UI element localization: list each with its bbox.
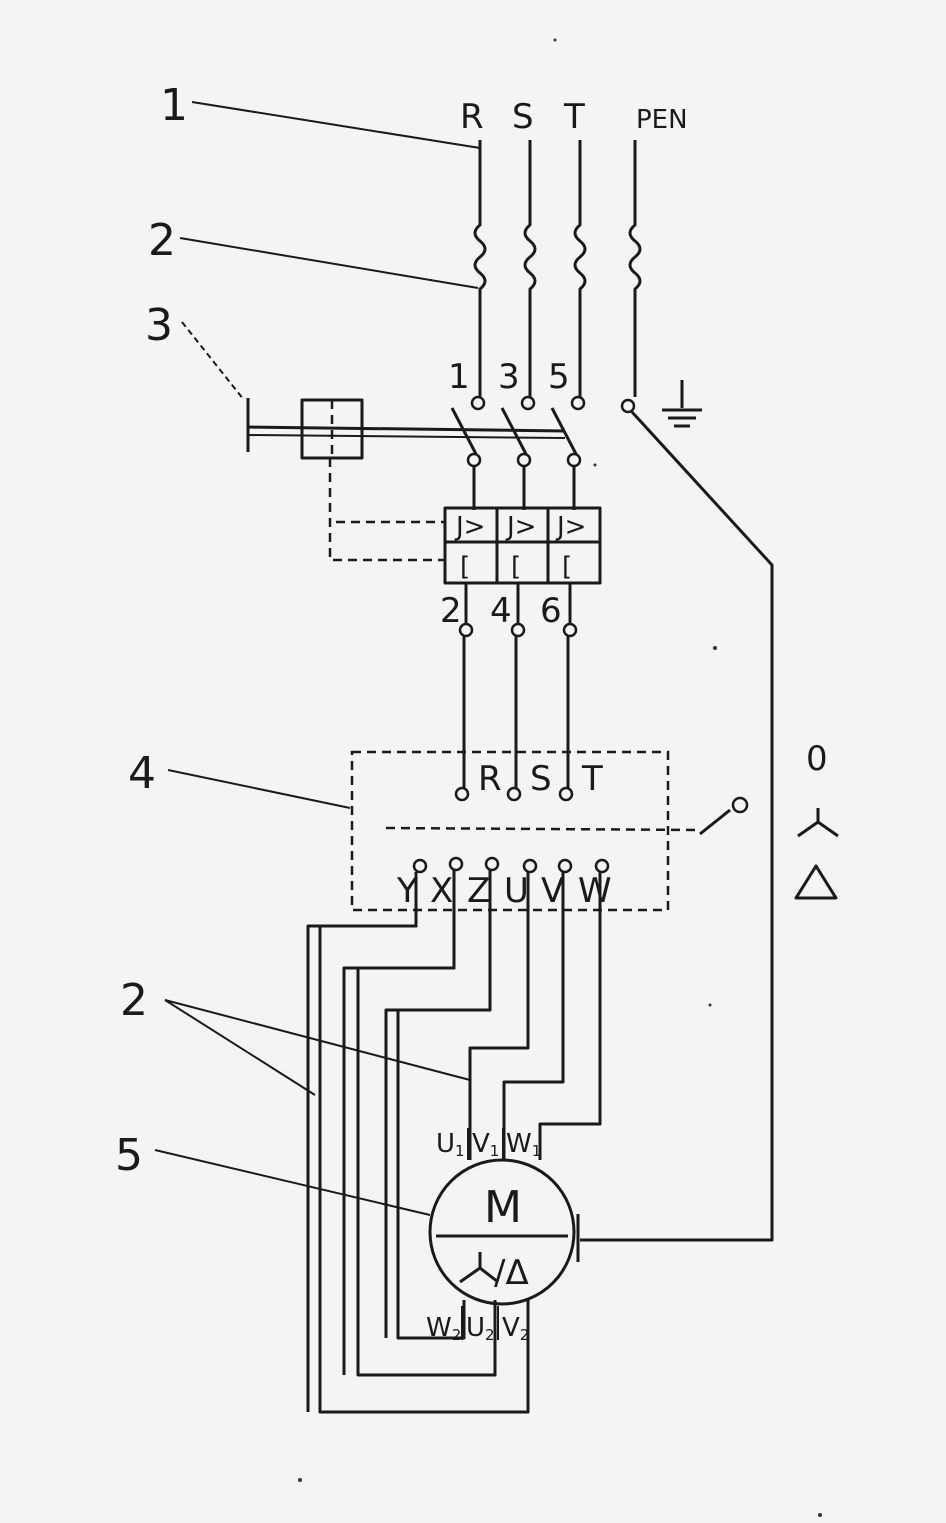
callout-5: 5 — [115, 1130, 143, 1181]
callout-2: 2 — [148, 215, 176, 266]
motor-terminal-w2: W2 — [426, 1313, 461, 1344]
breaker-top-terminals — [470, 395, 636, 414]
motor-cables — [306, 870, 602, 1414]
callout-4: 4 — [128, 748, 156, 799]
breaker-terminal-label-6: 6 — [540, 591, 562, 631]
magnetic-trip-label-3: J> — [555, 512, 586, 542]
switch-output-terminals — [412, 856, 610, 874]
switch-output-label-v: V — [541, 871, 564, 911]
star-position-icon — [797, 808, 839, 838]
motor-terminal-v1: V1 — [472, 1129, 499, 1160]
motor-terminal-w1: W1 — [506, 1129, 541, 1160]
position-off-label: 0 — [806, 739, 828, 779]
switch-selector — [699, 796, 749, 836]
leader-lines — [154, 101, 481, 1216]
motor-terminal-v2: V2 — [502, 1313, 529, 1344]
thermal-trip-label-3: [ — [562, 552, 572, 582]
callout-1: 1 — [160, 80, 188, 131]
motor-terminal-u2: U2 — [466, 1313, 495, 1344]
switch-input-terminals — [454, 786, 574, 802]
switch-input-label-r: R — [478, 759, 502, 799]
motor-bottom-dividers — [461, 1306, 499, 1340]
switch-input-label-t: T — [581, 759, 603, 799]
supply-label-pen: PEN — [636, 105, 688, 135]
callout-3: 3 — [145, 300, 173, 351]
switch-output-label-y: Y — [396, 871, 418, 911]
supply-label-t: T — [563, 97, 585, 137]
magnetic-trip-label-1: J> — [454, 512, 485, 542]
trip-mechanical-links — [328, 458, 445, 562]
earth-icon — [662, 380, 702, 428]
delta-position-icon — [794, 864, 838, 900]
supply-conductors — [473, 140, 642, 397]
magnetic-trip-label-2: J> — [505, 512, 536, 542]
scan-specks — [298, 38, 822, 1517]
motor-terminal-u1: U1 — [436, 1129, 465, 1160]
breaker-bottom-terminals — [458, 583, 578, 638]
breaker-terminal-label-1: 1 — [448, 357, 470, 397]
switch-input-label-s: S — [530, 759, 552, 799]
thermal-trip-label-2: [ — [511, 552, 521, 582]
breaker-switch-contacts — [450, 407, 582, 510]
breaker-terminal-label-3: 3 — [498, 357, 520, 397]
breaker-operating-handle — [246, 398, 566, 460]
motor-top-dividers — [467, 1128, 504, 1160]
switch-output-label-z: Z — [467, 871, 490, 911]
switch-actuator-link — [385, 826, 701, 832]
pen-conductor — [580, 410, 774, 1242]
callout-2-cables: 2 — [120, 975, 148, 1026]
supply-label-s: S — [512, 97, 534, 137]
breaker-terminal-label-4: 4 — [490, 591, 512, 631]
switch-output-label-x: X — [430, 871, 453, 911]
breaker-terminal-label-2: 2 — [440, 591, 462, 631]
breaker-to-switch-conductors — [462, 636, 570, 788]
motor-connection-mode: /Δ — [494, 1253, 529, 1293]
motor-label: M — [484, 1182, 522, 1233]
switch-output-label-u: U — [504, 871, 529, 911]
trip-unit-block — [443, 506, 602, 585]
switch-output-label-w: W — [578, 871, 612, 911]
breaker-terminal-label-5: 5 — [548, 357, 570, 397]
thermal-trip-label-1: [ — [460, 552, 470, 582]
star-delta-switch-enclosure — [350, 750, 670, 912]
supply-label-r: R — [460, 97, 484, 137]
